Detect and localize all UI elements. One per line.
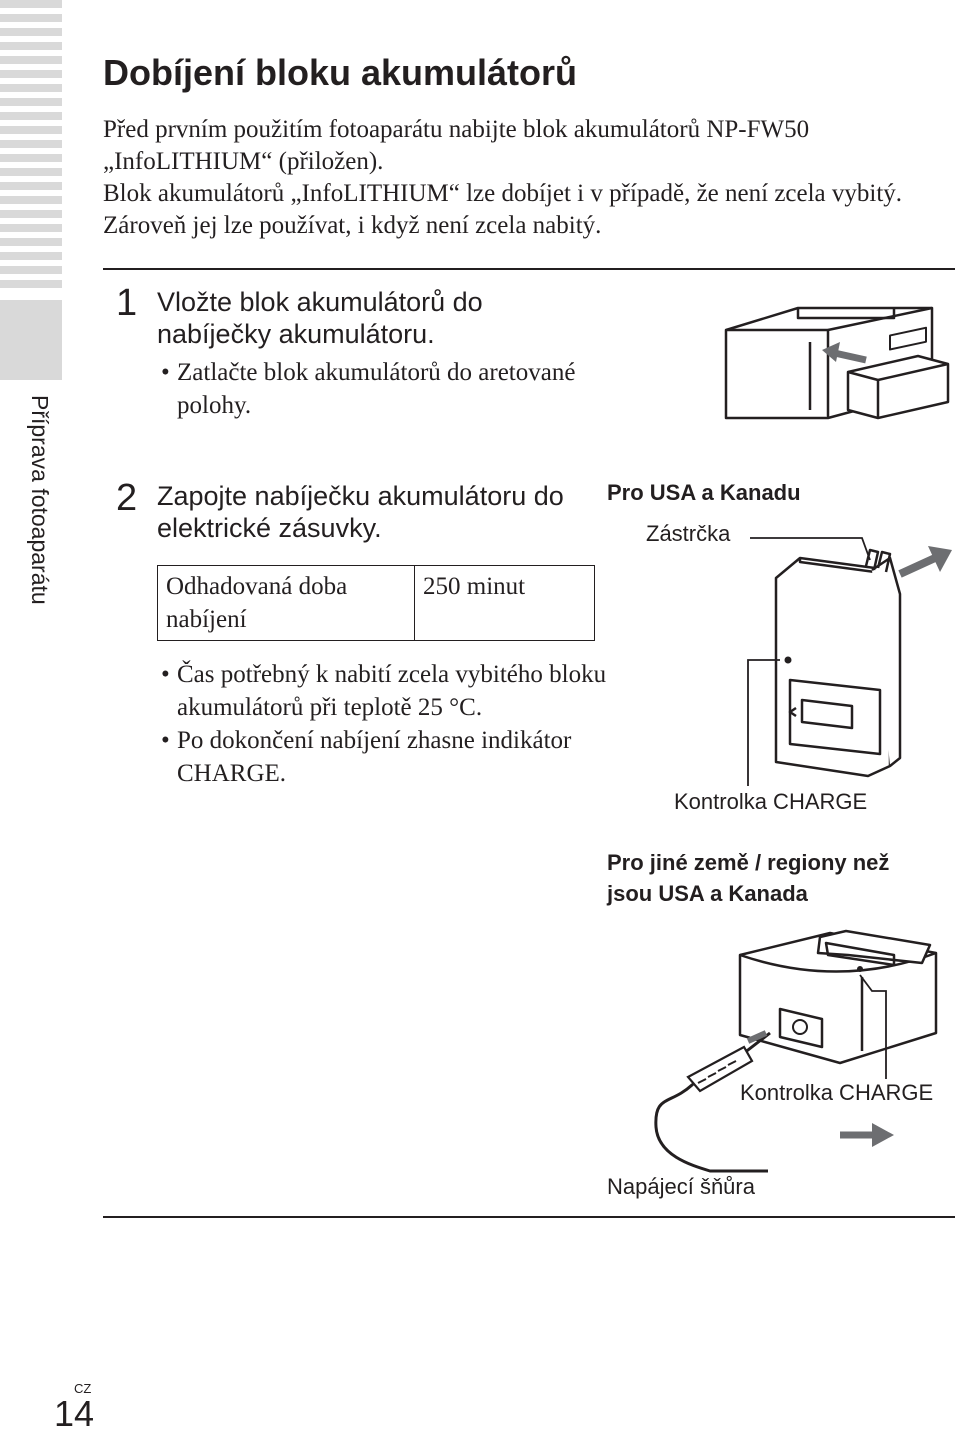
- step-1-bullets: Zatlačte blok akumulátorů do aretované p…: [157, 356, 577, 422]
- step-2-bullet-2: Po dokončení nabíjení zhasne indikátor C…: [157, 724, 607, 790]
- charge-time-label-cell: Odhadovaná doba nabíjení: [157, 565, 415, 641]
- step-2-bullet-1: Čas potřebný k nabití zcela vybitého blo…: [157, 658, 607, 724]
- plug-label: Zástrčka: [646, 521, 731, 546]
- figure-usa-heading: Pro USA a Kanadu: [607, 480, 801, 505]
- intro-text: Před prvním použitím fotoaparátu nabijte…: [103, 114, 953, 242]
- step-1-number: 1: [116, 282, 138, 324]
- sidebar-tab-marker: [0, 300, 62, 380]
- intro-paragraph-2: Blok akumulátorů „InfoLITHIUM“ lze dobíj…: [103, 180, 903, 239]
- intro-paragraph-1: Před prvním použitím fotoaparátu nabijte…: [103, 116, 810, 175]
- charge-time-value-cell: 250 minut: [414, 565, 595, 641]
- figure-other-heading-line-1: Pro jiné země / regiony než: [607, 850, 890, 875]
- table-row: Odhadovaná doba nabíjení 250 minut: [157, 565, 595, 641]
- step-2-heading: Zapojte nabíječku akumulátoru do elektri…: [157, 481, 564, 543]
- power-cord-label: Napájecí šňůra: [607, 1174, 755, 1199]
- page-title: Dobíjení bloku akumulátorů: [103, 52, 578, 93]
- page-number: 14: [54, 1393, 95, 1434]
- battery-insert-illustration: [724, 306, 950, 420]
- charger-other-illustration: [654, 929, 938, 1173]
- sidebar-stripes: [0, 0, 62, 300]
- charge-indicator-label-other: Kontrolka CHARGE: [740, 1080, 934, 1105]
- step-2-bullets: Čas potřebný k nabití zcela vybitého blo…: [157, 658, 607, 790]
- sidebar-section-label: Příprava fotoaparátu: [27, 395, 53, 605]
- figure-other-heading-line-2: jsou USA a Kanada: [607, 881, 808, 906]
- step-2-number: 2: [116, 477, 138, 519]
- charge-time-table: Odhadovaná doba nabíjení 250 minut: [157, 565, 595, 641]
- divider-top: [103, 268, 955, 270]
- charger-usa-illustration: [747, 537, 952, 786]
- step-1-heading: Vložte blok akumulátorů do nabíječky aku…: [157, 287, 483, 349]
- charge-indicator-label-usa: Kontrolka CHARGE: [674, 789, 868, 814]
- language-code: CZ: [74, 1381, 92, 1396]
- step-1-bullet: Zatlačte blok akumulátorů do aretované p…: [157, 356, 577, 422]
- divider-bottom: [103, 1216, 955, 1218]
